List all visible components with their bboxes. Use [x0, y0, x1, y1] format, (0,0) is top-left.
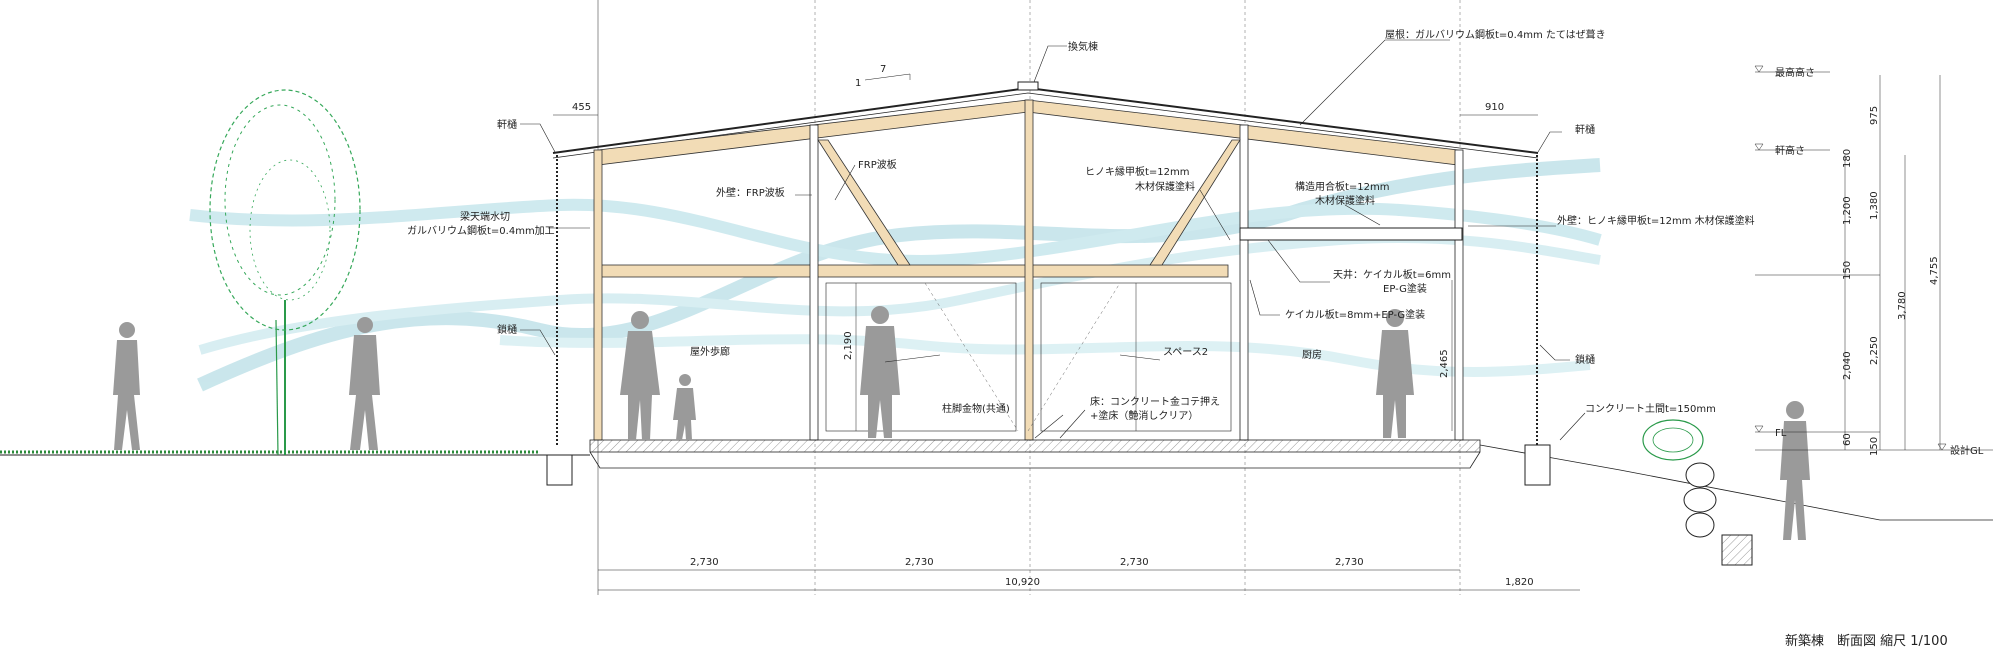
label-hinoki-board-1: ヒノキ縁甲板t=12mm — [1085, 165, 1190, 178]
dimension-lines — [553, 65, 1993, 591]
dim-v-975: 975 — [1869, 106, 1880, 125]
label-frp-wall: 外壁：FRP波板 — [716, 186, 785, 199]
dim-v-4755: 4,755 — [1929, 256, 1940, 285]
dim-v-2250: 2,250 — [1869, 336, 1880, 365]
label-chain-left: 鎖樋 — [497, 323, 517, 336]
leader-lines — [520, 39, 1586, 441]
dim-v-3780: 3,780 — [1897, 291, 1908, 320]
level-eave-height: 軒高さ — [1775, 144, 1805, 157]
label-floor-1: 床：コンクリート金コテ押え — [1090, 395, 1220, 408]
label-frp-panel: FRP波板 — [858, 158, 897, 171]
dim-span-3: 2,730 — [1120, 557, 1149, 568]
building-section — [546, 0, 1551, 595]
level-fl: FL — [1775, 428, 1787, 439]
label-concrete-slab: コンクリート土間t=150mm — [1585, 402, 1716, 415]
label-plywood-2: 木材保護塗料 — [1315, 194, 1375, 207]
label-ceiling-1: 天井：ケイカル板t=6mm — [1333, 268, 1451, 281]
tree-illustration — [209, 89, 361, 456]
shrub-and-rocks — [1642, 419, 1753, 566]
dim-span-2: 2,730 — [905, 557, 934, 568]
label-floor-2: +塗床（艶消しクリア） — [1090, 409, 1198, 422]
level-gl: 設計GL — [1950, 444, 1984, 457]
label-slope-run: 7 — [880, 64, 886, 75]
label-beam-flashing-2: ガルバリウム鋼板t=0.4mm加工 — [407, 224, 555, 237]
ground — [0, 444, 1993, 521]
level-max-height: 最高高さ — [1775, 66, 1815, 79]
dim-span-1: 2,730 — [690, 557, 719, 568]
dim-v-150b: 150 — [1869, 437, 1880, 456]
label-ridge-vent: 換気棟 — [1068, 40, 1098, 53]
person-silhouettes-outside — [113, 317, 1810, 540]
label-hinoki-board-2: 木材保護塗料 — [1135, 180, 1195, 193]
label-calcium-board: ケイカル板t=8mm+EP-G塗装 — [1285, 308, 1425, 321]
label-eave-gutter-left: 軒樋 — [497, 118, 517, 131]
label-hinoki-wall: 外壁：ヒノキ縁甲板t=12mm 木材保護塗料 — [1557, 214, 1755, 227]
dim-extra: 1,820 — [1505, 577, 1534, 588]
dim-v-180: 180 — [1842, 149, 1853, 168]
dimension-labels: 455 910 2,730 2,730 2,730 2,730 10,920 1… — [572, 102, 1940, 588]
label-plywood-1: 構造用合板t=12mm — [1295, 180, 1390, 193]
dim-v-2040: 2,040 — [1842, 351, 1853, 380]
label-outdoor-corridor: 屋外歩廊 — [690, 345, 730, 358]
dim-total: 10,920 — [1005, 577, 1040, 588]
label-column-base: 柱脚金物(共通) — [942, 402, 1010, 415]
drawing-title: 新築棟 断面図 縮尺 1/100 — [1785, 633, 1948, 649]
dim-span-4: 2,730 — [1335, 557, 1364, 568]
label-space2: スペース2 — [1163, 347, 1208, 358]
label-eave-gutter-right: 軒樋 — [1575, 123, 1595, 136]
dim-v-1200: 1,200 — [1842, 196, 1853, 225]
label-kitchen: 厨房 — [1302, 348, 1322, 361]
dim-v-1380: 1,380 — [1869, 191, 1880, 220]
annotation-labels: 換気棟 屋根：ガルバリウム鋼板t=0.4mm たてはぜ葺き 1 7 軒樋 軒樋 … — [407, 28, 1984, 649]
dim-h-2190: 2,190 — [843, 331, 854, 360]
dim-eave-left: 455 — [572, 102, 591, 113]
dim-h-2465: 2,465 — [1439, 349, 1450, 378]
label-roof: 屋根：ガルバリウム鋼板t=0.4mm たてはぜ葺き — [1385, 28, 1606, 41]
label-beam-flashing-1: 梁天端水切 — [460, 210, 510, 223]
dim-v-60: 60 — [1842, 433, 1853, 446]
label-ceiling-2: EP-G塗装 — [1383, 282, 1427, 295]
label-slope-rise: 1 — [855, 78, 861, 89]
person-silhouettes-inside — [620, 306, 1414, 440]
dim-v-150a: 150 — [1842, 261, 1853, 280]
dim-eave-right: 910 — [1485, 102, 1504, 113]
label-chain-right: 鎖樋 — [1575, 353, 1595, 366]
